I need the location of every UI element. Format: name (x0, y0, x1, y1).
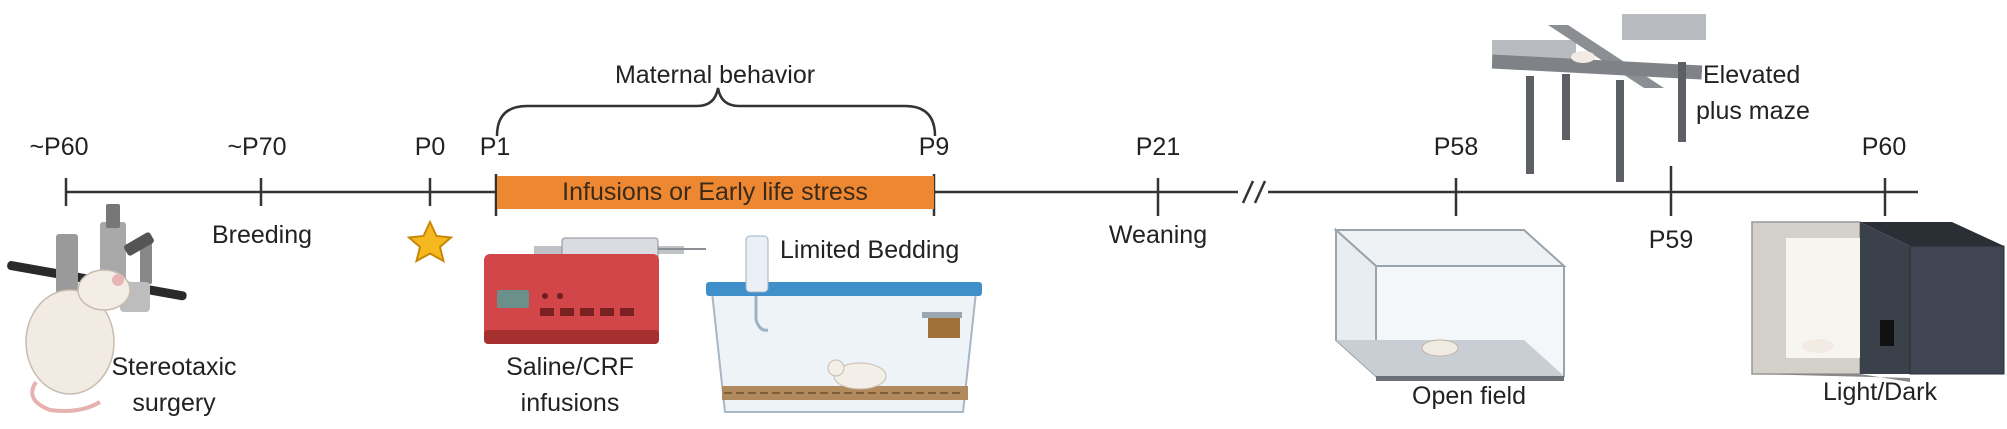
elevated-plus-maze-icon (1491, 14, 1706, 182)
tick-label-p58: P58 (1433, 133, 1479, 161)
tick-label-p21: P21 (1135, 133, 1181, 161)
light-dark-box-icon (1751, 221, 2005, 382)
light-dark-label: Light/Dark (1823, 378, 1937, 406)
weaning-label: Weaning (1108, 221, 1208, 249)
epm-label-line1: Elevated (1703, 61, 1801, 89)
open-field-box-icon (1333, 227, 1567, 381)
surgery-label-line2: surgery (132, 389, 216, 417)
breeding-label: Breeding (211, 221, 313, 249)
tick-label-p60-end: P60 (1861, 133, 1907, 161)
tick-label-p1: P1 (479, 133, 511, 161)
epm-label-line2: plus maze (1696, 97, 1810, 125)
limited-bedding-label: Limited Bedding (780, 236, 960, 264)
infusions-label-line2: infusions (520, 389, 620, 417)
bracket-label: Maternal behavior (614, 61, 816, 89)
star-icon (406, 219, 454, 263)
tick-label-p60-start: ~P60 (29, 133, 89, 161)
axis-break-icon (1241, 180, 1267, 204)
infusion-bar (497, 176, 934, 209)
tick-label-p9: P9 (918, 133, 950, 161)
maternal-bracket (495, 87, 937, 137)
infusions-label-line1: Saline/CRF (506, 353, 634, 381)
open-field-label: Open field (1412, 382, 1526, 410)
rat-in-stereotaxic-frame-icon (7, 204, 187, 413)
tick-label-p59: P59 (1648, 226, 1694, 254)
bar-label: Infusions or Early life stress (562, 178, 868, 206)
tick-label-p0: P0 (414, 133, 446, 161)
surgery-label-line1: Stereotaxic (111, 353, 237, 381)
mouse-cage-icon (706, 235, 982, 413)
syringe-pump-icon (484, 237, 706, 344)
tick-label-p70: ~P70 (227, 133, 287, 161)
